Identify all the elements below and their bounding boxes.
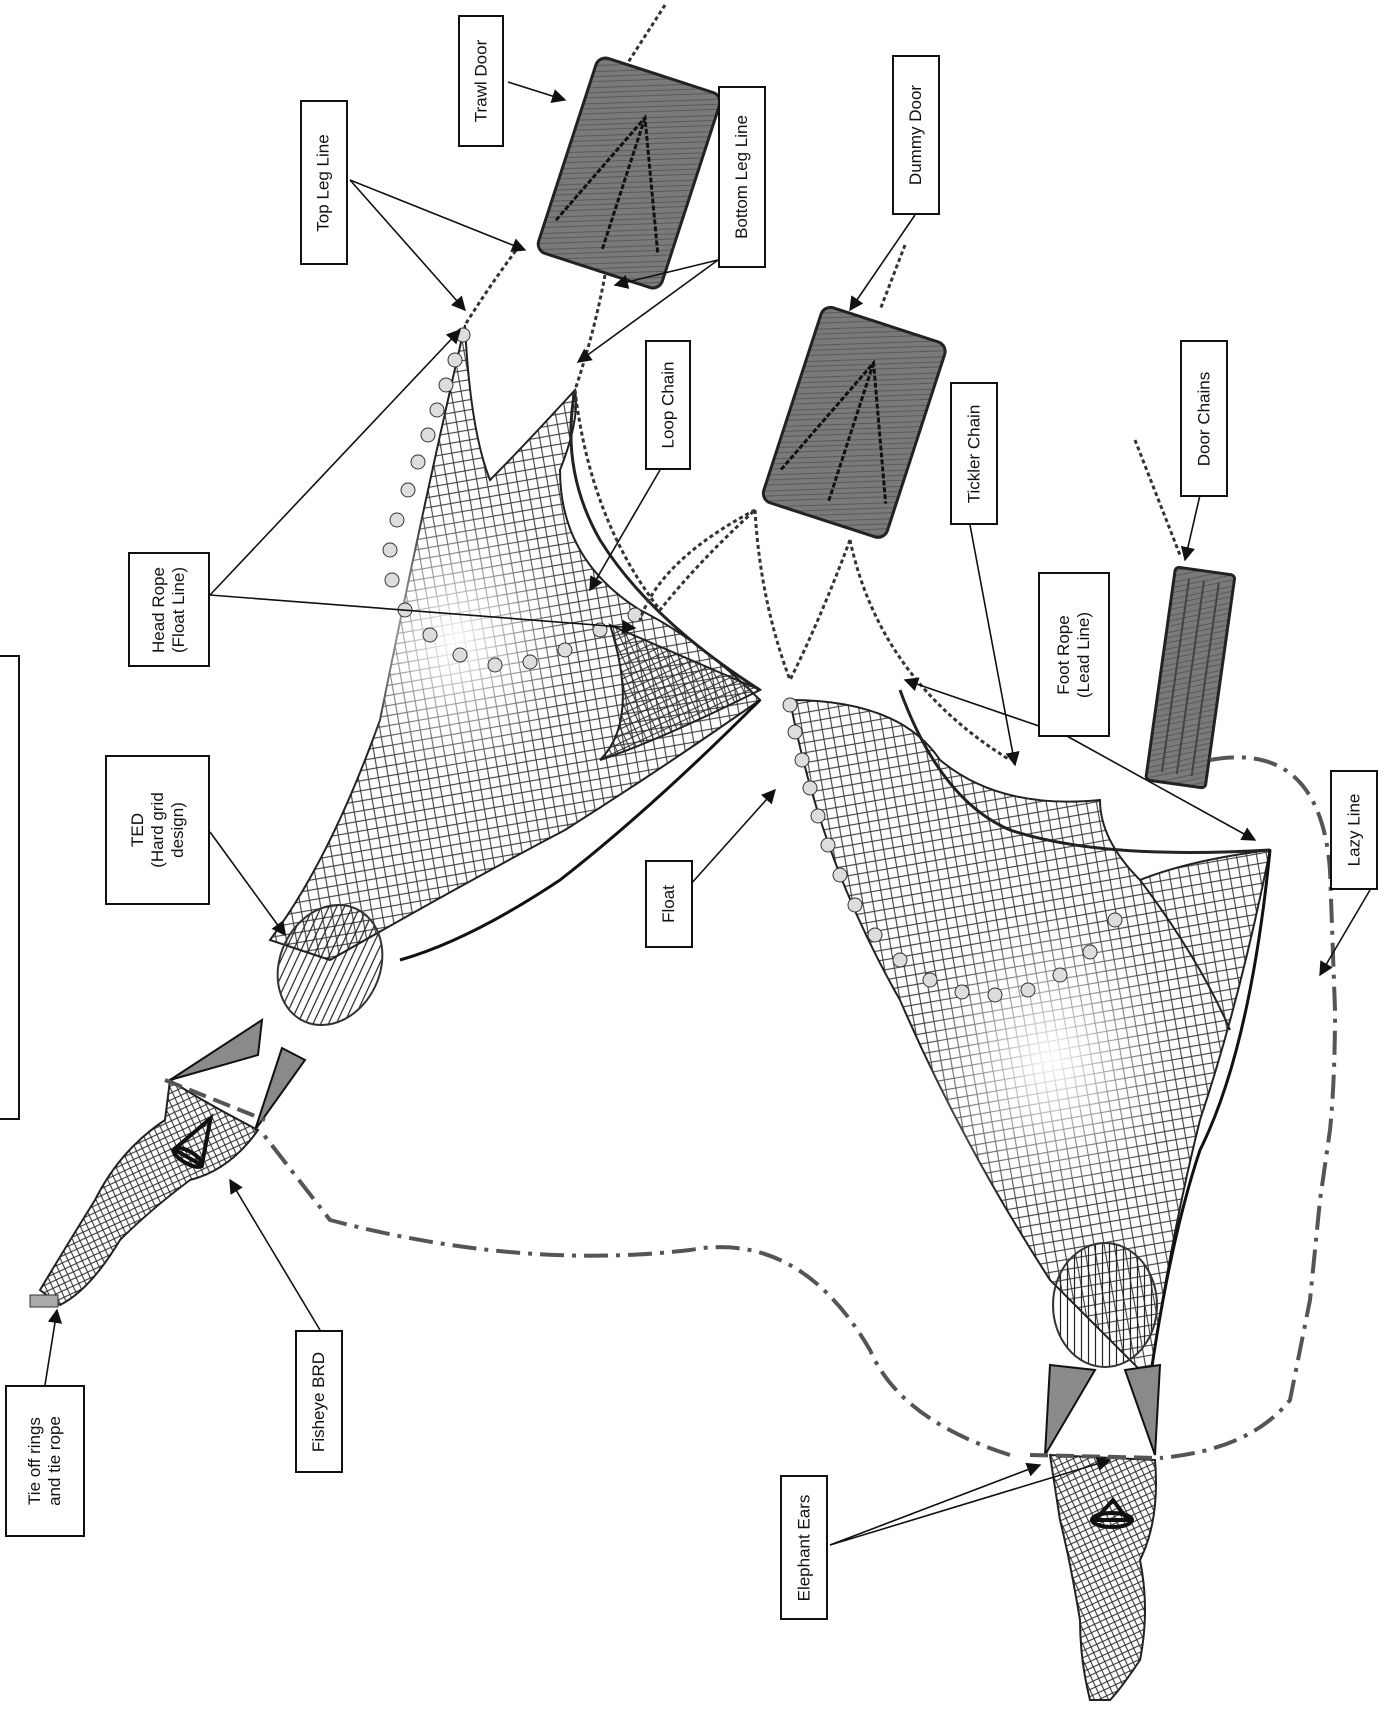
bottom-leg-line-label: Bottom Leg Line <box>718 86 766 268</box>
tickler-chain-text: Tickler Chain <box>964 404 984 503</box>
left-edge-frame <box>0 655 20 1120</box>
head-rope-label: Head Rope (Float Line) <box>128 552 210 667</box>
right-ted-grid <box>1053 1243 1157 1367</box>
fisheye-brd-text: Fisheye BRD <box>309 1351 329 1451</box>
bottom-leg-line-text: Bottom Leg Line <box>732 115 752 239</box>
loop-chain-text: Loop Chain <box>658 362 678 449</box>
head-rope-text: Head Rope (Float Line) <box>149 566 189 652</box>
float-label: Float <box>645 860 693 948</box>
loop-chain-label: Loop Chain <box>645 340 691 470</box>
elephant-ears-text: Elephant Ears <box>794 1494 814 1601</box>
ted-text: TED (Hard grid design) <box>128 792 188 868</box>
top-leg-line-text: Top Leg Line <box>314 134 334 231</box>
lazy-line-label: Lazy Line <box>1330 770 1378 890</box>
bottom-leg-line-shape <box>575 275 605 390</box>
foot-rope-text: Foot Rope (Lead Line) <box>1054 611 1094 697</box>
door-chains-text: Door Chains <box>1194 371 1214 466</box>
top-leg-line-shape <box>465 245 520 325</box>
tie-off-text: Tie off rings and tie rope <box>25 1416 65 1506</box>
trawl-door-shape <box>536 55 723 290</box>
door-chains-label: Door Chains <box>1180 340 1228 497</box>
small-door-shape <box>1146 567 1235 788</box>
right-elephant-ear-2 <box>1125 1365 1160 1455</box>
trawl-door-label: Trawl Door <box>458 15 504 147</box>
lazy-line-text: Lazy Line <box>1344 794 1364 867</box>
foot-rope-label: Foot Rope (Lead Line) <box>1038 572 1110 737</box>
right-elephant-ear-1 <box>1045 1365 1095 1455</box>
float-text: Float <box>659 885 679 923</box>
dummy-door-shape <box>761 305 948 540</box>
right-codend <box>1050 1455 1156 1700</box>
dummy-door-text: Dummy Door <box>906 85 926 185</box>
left-codend <box>40 1080 258 1305</box>
tickler-chain-label: Tickler Chain <box>950 382 998 525</box>
left-elephant-ear-1 <box>170 1020 262 1080</box>
right-trawl <box>783 440 1270 1700</box>
leader-lines <box>45 82 1370 1545</box>
top-leg-line-label: Top Leg Line <box>300 100 348 265</box>
tie-off-label: Tie off rings and tie rope <box>5 1385 85 1537</box>
ted-label: TED (Hard grid design) <box>105 755 210 905</box>
trawl-door-text: Trawl Door <box>471 40 491 123</box>
dummy-door-label: Dummy Door <box>892 55 940 215</box>
fisheye-brd-label: Fisheye BRD <box>295 1330 343 1473</box>
elephant-ears-label: Elephant Ears <box>780 1475 828 1620</box>
